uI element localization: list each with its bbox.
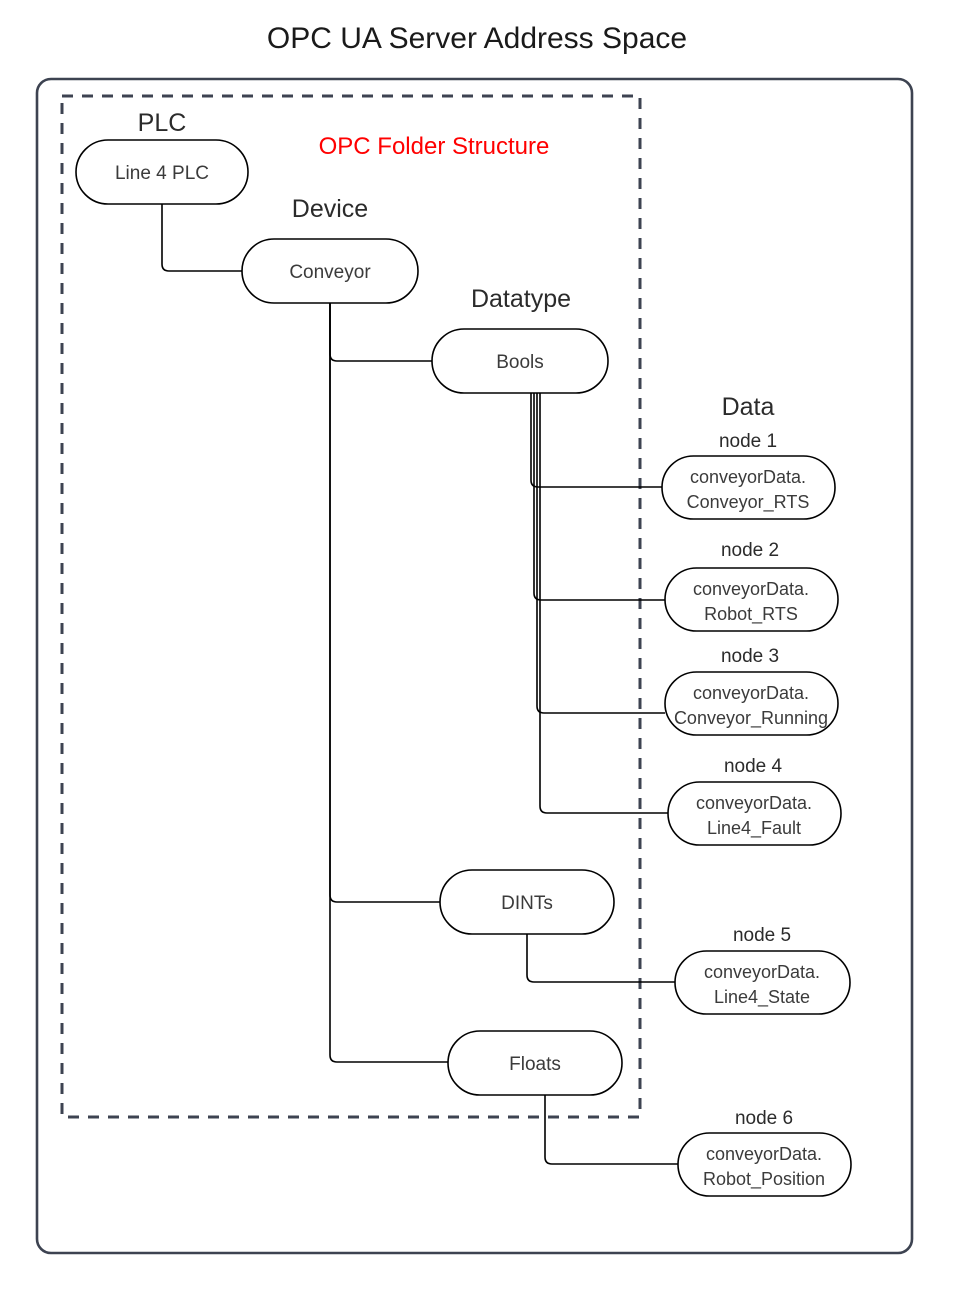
data-node-6-line2: Robot_Position [703, 1169, 825, 1190]
data-node-2[interactable]: node 2 conveyorData. Robot_RTS [664, 540, 839, 632]
data-node-3-line2: Conveyor_Running [674, 708, 828, 729]
connector-dints-to-node5 [526, 934, 675, 983]
connector-plc-to-device [161, 204, 242, 272]
data-node-3-line1: conveyorData. [693, 683, 809, 703]
connector-device-to-dints [329, 303, 440, 903]
data-node-1-shape[interactable] [661, 455, 836, 520]
data-node-5-line2: Line4_State [714, 987, 810, 1008]
node-bools-label: Bools [496, 352, 544, 373]
data-node-1-caption: node 1 [719, 431, 777, 452]
data-node-4-line2: Line4_Fault [707, 818, 801, 839]
connector-device-to-bools [329, 303, 432, 362]
node-bools[interactable]: Bools [431, 328, 609, 394]
data-node-3[interactable]: node 3 conveyorData. Conveyor_Running [664, 646, 839, 736]
node-floats-label: Floats [509, 1054, 561, 1075]
data-node-6-shape[interactable] [677, 1132, 852, 1197]
data-node-1-line2: Conveyor_RTS [687, 492, 810, 513]
node-dints-shape[interactable] [439, 869, 615, 935]
data-node-3-shape[interactable] [664, 671, 839, 736]
connector-bools-to-node2 [533, 393, 665, 601]
node-plc-label: Line 4 PLC [115, 163, 209, 184]
data-node-2-shape[interactable] [664, 567, 839, 632]
group-label-device: Device [292, 195, 368, 223]
folder-structure-caption: OPC Folder Structure [319, 133, 550, 160]
node-plc[interactable]: Line 4 PLC [75, 139, 249, 205]
page-title: OPC UA Server Address Space [267, 22, 687, 55]
data-node-2-line1: conveyorData. [693, 579, 809, 599]
data-node-6-line1: conveyorData. [706, 1144, 822, 1164]
data-node-4-caption: node 4 [724, 756, 783, 777]
node-plc-shape[interactable] [75, 139, 249, 205]
connector-bools-to-node3 [536, 393, 665, 714]
connector-device-to-floats [329, 303, 448, 1063]
node-device[interactable]: Conveyor [241, 238, 419, 304]
node-dints[interactable]: DINTs [439, 869, 615, 935]
data-node-6[interactable]: node 6 conveyorData. Robot_Position [677, 1108, 852, 1197]
node-bools-shape[interactable] [431, 328, 609, 394]
folder-structure-frame [60, 94, 642, 1119]
group-label-datatype: Datatype [471, 285, 571, 313]
data-node-5-caption: node 5 [733, 925, 791, 946]
data-node-1-line1: conveyorData. [690, 467, 806, 487]
group-label-data: Data [722, 393, 775, 421]
connector-bools-to-node1 [530, 393, 662, 488]
data-node-4-shape[interactable] [667, 781, 842, 846]
data-node-4[interactable]: node 4 conveyorData. Line4_Fault [667, 756, 842, 846]
data-node-5[interactable]: node 5 conveyorData. Line4_State [674, 925, 851, 1015]
connector-floats-to-node6 [544, 1095, 678, 1165]
connector-bools-to-node4 [539, 393, 668, 814]
node-device-label: Conveyor [289, 262, 371, 283]
group-label-plc: PLC [138, 109, 187, 137]
node-floats[interactable]: Floats [447, 1030, 623, 1096]
data-node-2-caption: node 2 [721, 540, 779, 561]
data-node-5-shape[interactable] [674, 950, 851, 1015]
data-node-3-caption: node 3 [721, 646, 779, 667]
data-node-1[interactable]: node 1 conveyorData. Conveyor_RTS [661, 431, 836, 520]
node-floats-shape[interactable] [447, 1030, 623, 1096]
data-node-2-line2: Robot_RTS [704, 604, 798, 625]
data-node-6-caption: node 6 [735, 1108, 793, 1129]
data-node-4-line1: conveyorData. [696, 793, 812, 813]
node-dints-label: DINTs [501, 893, 553, 914]
server-frame [35, 77, 914, 1255]
data-node-5-line1: conveyorData. [704, 962, 820, 982]
node-device-shape[interactable] [241, 238, 419, 304]
